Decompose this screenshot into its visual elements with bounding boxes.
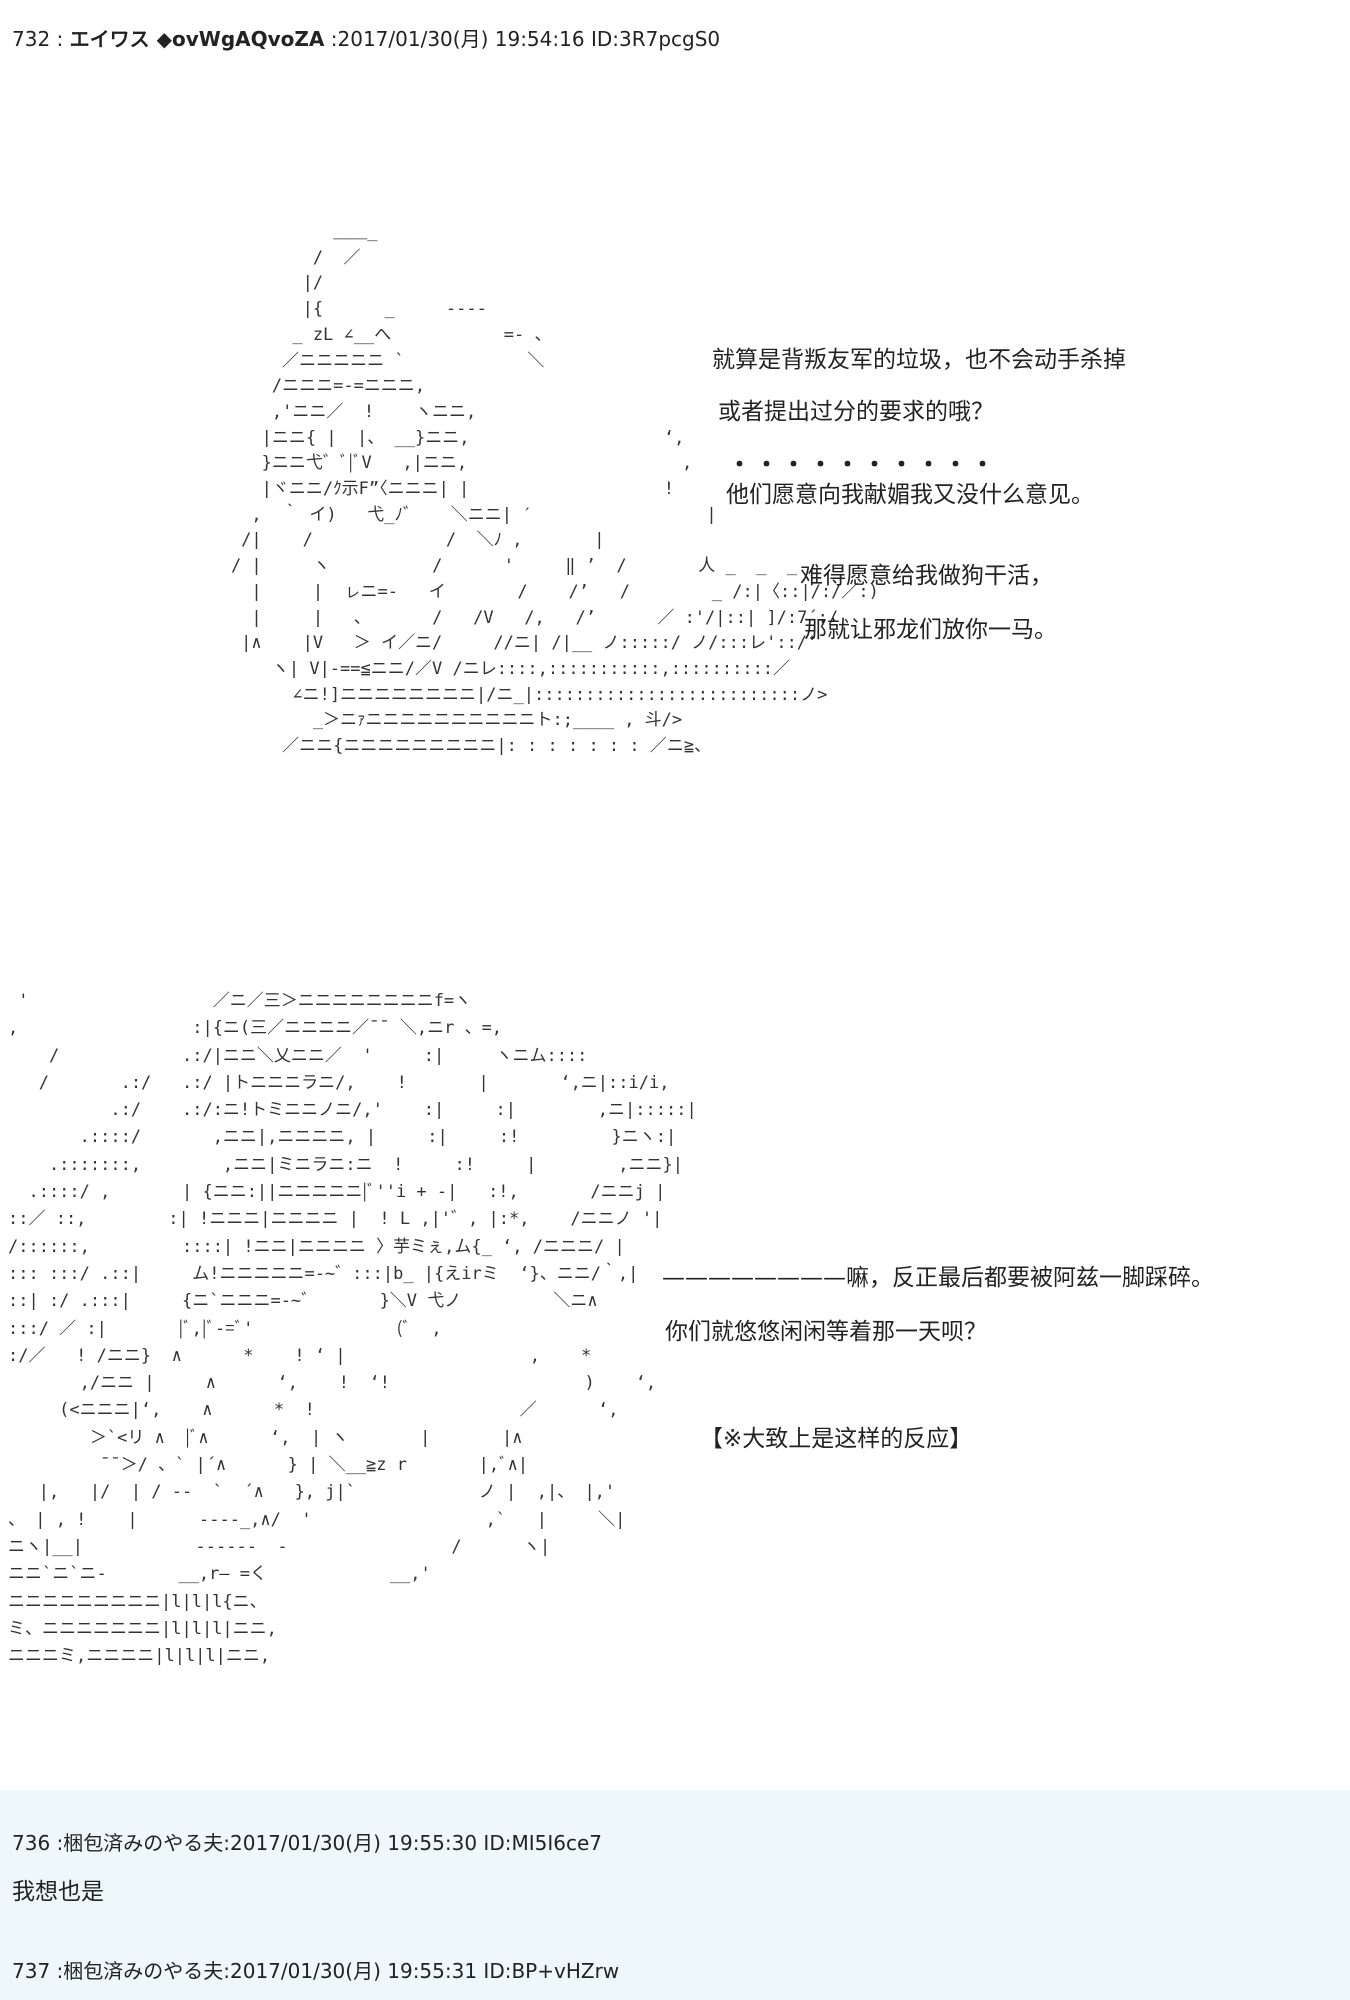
poster-name: エイワス ◆ovWgAQvoZA xyxy=(69,27,325,51)
dialogue-line: 他们愿意向我献媚我又没什么意见。 xyxy=(726,482,1094,508)
post-sep: : xyxy=(56,27,64,51)
dialogue-line: 难得愿意给我做狗干活， xyxy=(800,563,1053,589)
dialogue-line: ・・・・・・・・・・ xyxy=(728,452,998,478)
poster-id[interactable]: ID:3R7pcgS0 xyxy=(590,27,721,51)
dialogue-line: ————————嘛，反正最后都要被阿兹一脚踩碎。 xyxy=(662,1265,1214,1291)
narration-note: 【※大致上是这样的反应】 xyxy=(700,1426,973,1452)
post-body: 我想也是 xyxy=(12,1879,104,1905)
dialogue-line: 或者提出过分的要求的哦？ xyxy=(718,399,994,425)
post-number[interactable]: 732 xyxy=(12,27,51,51)
post-737: 737 :梱包済みのやる夫:2017/01/30(月) 19:55:31 ID:… xyxy=(0,1918,1350,2000)
dialogue-line: 那就让邪龙们放你一马。 xyxy=(804,617,1057,643)
ascii-art-character-2: ' ／ニ／三＞ニニニニニニニニf=ヽ , :|{ニ(三／ニニニニ／¯¯ ＼,ニr… xyxy=(8,991,697,1667)
post-header: 732 : エイワス ◆ovWgAQvoZA :2017/01/30(月) 19… xyxy=(12,26,720,52)
post-header: 736 :梱包済みのやる夫:2017/01/30(月) 19:55:30 ID:… xyxy=(12,1831,602,1855)
post-date: :2017/01/30(月) 19:54:16 xyxy=(330,27,585,51)
dialogue-line: 就算是背叛友军的垃圾，也不会动手杀掉 xyxy=(712,347,1126,373)
post-732: 732 : エイワス ◆ovWgAQvoZA :2017/01/30(月) 19… xyxy=(8,26,1214,1667)
ascii-art-character-1: ＿＿_ / ／ |/ |{ _ ---- _ zL ∠__へ =- 、 ／ニニニ… xyxy=(230,222,879,757)
dialogue-line: 你们就悠悠闲闲等着那一天呗？ xyxy=(665,1319,987,1345)
post-header: 737 :梱包済みのやる夫:2017/01/30(月) 19:55:31 ID:… xyxy=(12,1959,620,1983)
post-736: 736 :梱包済みのやる夫:2017/01/30(月) 19:55:30 ID:… xyxy=(0,1790,1350,1918)
